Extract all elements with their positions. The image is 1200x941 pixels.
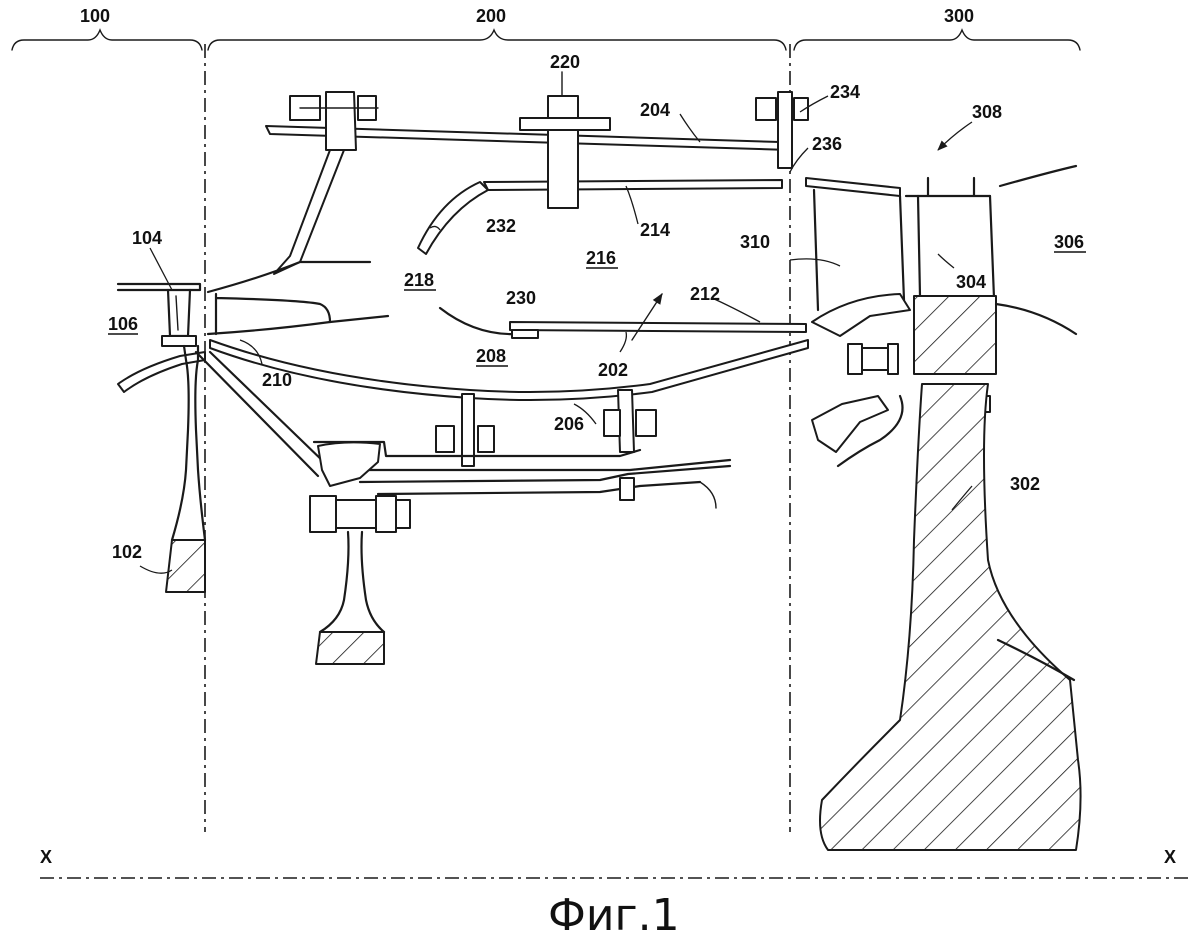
- combustor-section: [206, 91, 809, 665]
- brace-section-100: [11, 28, 203, 51]
- liner-lip-208: [511, 329, 539, 339]
- label-204: 204: [640, 100, 670, 120]
- section-label-100: 100: [80, 6, 110, 26]
- turbine-blade-root: [913, 295, 997, 375]
- label-232: 232: [486, 216, 516, 236]
- shaft-cone: [194, 350, 330, 478]
- turbine-disc: [819, 383, 1082, 851]
- reference-numerals: 104 106 102 210 220 204 214 232 216 218 …: [108, 52, 1086, 562]
- label-106: 106: [108, 314, 138, 334]
- section-label-200: 200: [476, 6, 506, 26]
- compressor-disc-rim: [194, 344, 207, 542]
- label-104: 104: [132, 228, 162, 248]
- label-218: 218: [404, 270, 434, 290]
- engine-axis: X X: [40, 847, 1190, 879]
- compressor-inner-wall: [117, 351, 206, 393]
- turbine-hub-wall: [994, 302, 1078, 336]
- label-308: 308: [972, 102, 1002, 122]
- inner-bolt-b: [603, 409, 657, 437]
- inner-casing: [209, 339, 809, 401]
- outer-casing-flange-rear: [777, 91, 793, 169]
- label-202: 202: [598, 360, 628, 380]
- axis-label-left: X: [40, 847, 52, 867]
- turbine-platform: [811, 293, 911, 337]
- brace-section-300: [793, 28, 1081, 51]
- flow-arrow: [631, 293, 663, 341]
- turbine-section: [805, 164, 1082, 851]
- outer-liner-214: [483, 179, 783, 191]
- turbine-disc-arm: [996, 638, 1076, 682]
- diffuser-upper: [206, 260, 372, 294]
- label-236: 236: [812, 134, 842, 154]
- figure-caption: Фиг.1: [548, 890, 680, 941]
- label-230: 230: [506, 288, 536, 308]
- label-234: 234: [830, 82, 860, 102]
- diffuser-lower: [206, 314, 390, 336]
- fuel-injector: [519, 95, 611, 209]
- diffuser-strut: [273, 149, 345, 275]
- label-208: 208: [476, 346, 506, 366]
- label-206: 206: [554, 414, 584, 434]
- compressor-outer-wall: [116, 282, 202, 292]
- drum-disc: [309, 495, 411, 665]
- section-braces: 100 200 300: [11, 6, 1081, 51]
- nozzle-guide-vane: [812, 188, 906, 312]
- flange-bolt-rear: [755, 97, 809, 121]
- diffuser-mid: [214, 292, 332, 336]
- inner-bolt-a: [435, 425, 495, 453]
- compressor-disc-hub: [165, 539, 206, 593]
- turbine-ring-flanges: [904, 176, 992, 198]
- turbine-outer-shroud: [805, 177, 901, 197]
- rotor-blade-304: [916, 194, 996, 300]
- label-220: 220: [550, 52, 580, 72]
- label-302: 302: [1010, 474, 1040, 494]
- lower-shell-tail: [699, 481, 717, 509]
- stator-vane: [166, 288, 192, 338]
- drum-seal: [317, 441, 381, 487]
- section-label-300: 300: [944, 6, 974, 26]
- section-dividers: [204, 44, 791, 832]
- label-306: 306: [1054, 232, 1084, 252]
- inner-liner-212: [509, 321, 807, 333]
- lower-shell-stub: [619, 477, 635, 501]
- leader-lines: [139, 95, 973, 574]
- brace-section-200: [207, 28, 787, 51]
- compressor-section: [116, 282, 330, 593]
- compressor-disc: [170, 344, 190, 542]
- stator-platform: [161, 335, 197, 347]
- inner-casing-support-a: [461, 393, 475, 467]
- label-310: 310: [740, 232, 770, 252]
- flange-bolt-front: [289, 95, 379, 121]
- label-214: 214: [640, 220, 670, 240]
- label-304: 304: [956, 272, 986, 292]
- liner-dome-232: [417, 181, 489, 255]
- label-102: 102: [112, 542, 142, 562]
- label-216: 216: [586, 248, 616, 268]
- axis-label-right: X: [1164, 847, 1176, 867]
- label-210: 210: [262, 370, 292, 390]
- turbine-casing-tail: [998, 164, 1078, 188]
- outer-casing-flange-front: [325, 91, 357, 151]
- label-212: 212: [690, 284, 720, 304]
